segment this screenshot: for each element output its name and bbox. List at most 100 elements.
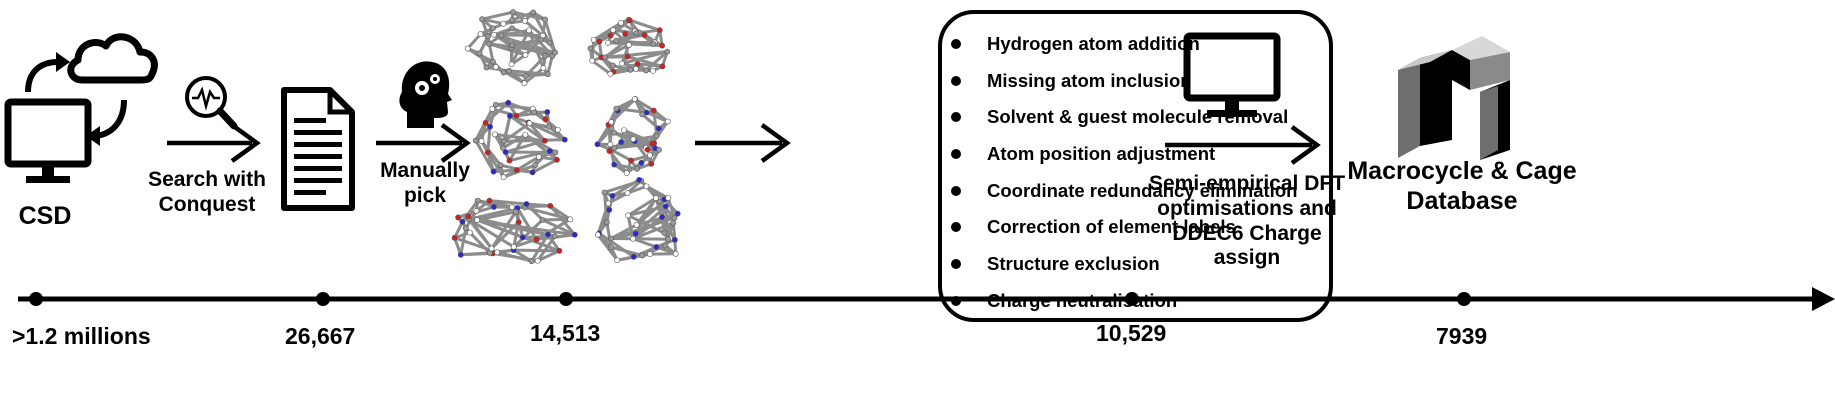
- molecule-atom: [531, 109, 538, 116]
- molecule-bond: [486, 125, 492, 154]
- molecule-atom: [622, 31, 629, 37]
- molecule-atom: [508, 61, 515, 68]
- molecule-bond: [546, 54, 554, 76]
- molecule-atom: [665, 236, 671, 243]
- molecule-atom: [491, 31, 497, 38]
- molecule-bond: [475, 218, 557, 238]
- molecule-atom: [476, 50, 483, 57]
- optimisation-label-line2: optimisations and: [1157, 196, 1337, 220]
- molecule-atom: [618, 60, 625, 67]
- molecule-atom: [638, 159, 645, 166]
- molecule-atom: [535, 154, 542, 160]
- head-gears-icon: [399, 61, 452, 128]
- arrow-search: [167, 123, 261, 163]
- molecule-structure: [594, 96, 671, 176]
- molecule-atom: [519, 234, 526, 241]
- molecule-bond: [603, 50, 669, 59]
- timeline-count: 10,529: [1096, 320, 1167, 346]
- molecule-atom: [474, 217, 481, 223]
- molecule-bond: [625, 184, 648, 195]
- molecule-atom: [664, 118, 671, 125]
- molecule-bond: [453, 236, 463, 257]
- molecule-bond: [487, 199, 528, 206]
- molecule-atom: [522, 73, 529, 79]
- molecule-bond: [515, 206, 538, 241]
- timeline-count: 7939: [1436, 323, 1488, 349]
- molecule-atom: [509, 204, 515, 211]
- molecule-bond: [495, 250, 534, 263]
- molecule-bond: [626, 204, 668, 217]
- timeline-marker: [559, 292, 573, 306]
- molecule-atom: [641, 32, 648, 38]
- molecule-atom: [630, 253, 637, 260]
- molecule-atom: [474, 197, 481, 204]
- optimisation-label-line3: DDEC6 Charge assign: [1172, 221, 1322, 270]
- molecule-atom: [492, 64, 499, 70]
- molecule-bond: [453, 220, 465, 240]
- molecule-atom: [500, 69, 507, 76]
- molecule-bond: [609, 148, 633, 162]
- processing-step: Missing atom inclusion: [942, 66, 1297, 103]
- molecule-atom: [636, 176, 643, 183]
- molecule-atom: [659, 42, 666, 49]
- molecule-bond: [501, 133, 527, 150]
- molecule-atom: [486, 197, 493, 204]
- molecule-atom: [594, 141, 601, 148]
- molecule-atom: [653, 133, 660, 139]
- molecule-bond: [541, 218, 577, 237]
- molecule-bond: [605, 220, 613, 249]
- molecule-atom: [512, 208, 519, 215]
- molecule-atom: [541, 137, 548, 144]
- molecule-atom: [662, 242, 669, 249]
- molecule-bond: [508, 114, 547, 143]
- molecule-bond: [628, 18, 662, 32]
- molecule-atom: [613, 105, 620, 112]
- bullet-icon: [951, 295, 961, 306]
- molecule-atom: [529, 169, 536, 176]
- molecule-atom: [528, 258, 535, 265]
- molecule-atom: [644, 146, 651, 153]
- molecule-atom: [627, 66, 634, 73]
- molecule-atom: [602, 54, 609, 61]
- molecule-atom: [544, 109, 551, 115]
- processing-step: Atom position adjustment: [942, 139, 1297, 176]
- molecule-bond: [612, 163, 639, 171]
- molecule-atom: [589, 57, 596, 64]
- molecule-atom: [552, 49, 559, 56]
- molecule-atom: [603, 219, 610, 226]
- molecule-atom: [464, 45, 471, 52]
- molecule-atom: [606, 206, 613, 213]
- molecule-atom: [494, 249, 501, 256]
- molecule-atom: [490, 204, 497, 210]
- molecule-atom: [633, 221, 640, 228]
- molecule-atom: [484, 149, 491, 156]
- molecule-structure: [587, 16, 671, 77]
- molecule-atom: [656, 146, 662, 153]
- molecule-atom: [650, 67, 656, 74]
- molecule-atom: [530, 9, 537, 16]
- molecule-atom: [659, 63, 666, 70]
- molecule-atom: [497, 162, 504, 169]
- monitor-icon: [1183, 32, 1281, 117]
- molecule-atom: [457, 251, 464, 258]
- molecule-bond: [536, 249, 561, 263]
- arrow-manual: [376, 123, 471, 163]
- molecule-atom: [546, 123, 552, 130]
- molecule-atom: [522, 131, 529, 138]
- processing-step: Structure exclusion: [942, 249, 1297, 286]
- molecule-atom: [567, 216, 574, 223]
- database-label: Macrocycle & Cage Database: [1344, 157, 1580, 216]
- processing-steps-box: Hydrogen atom addition Missing atom incl…: [938, 10, 1333, 322]
- molecule-atom: [552, 149, 559, 156]
- molecule-bond: [603, 43, 631, 59]
- manual-label-line2: pick: [403, 183, 447, 207]
- molecule-atom: [672, 250, 679, 257]
- molecule-structure: [451, 197, 578, 265]
- molecule-atom: [466, 229, 473, 236]
- molecule-bond: [523, 19, 545, 38]
- timeline-count: 26,667: [285, 323, 356, 349]
- molecule-bond: [637, 28, 662, 35]
- molecule-atom: [671, 215, 678, 221]
- molecule-atom: [554, 156, 560, 163]
